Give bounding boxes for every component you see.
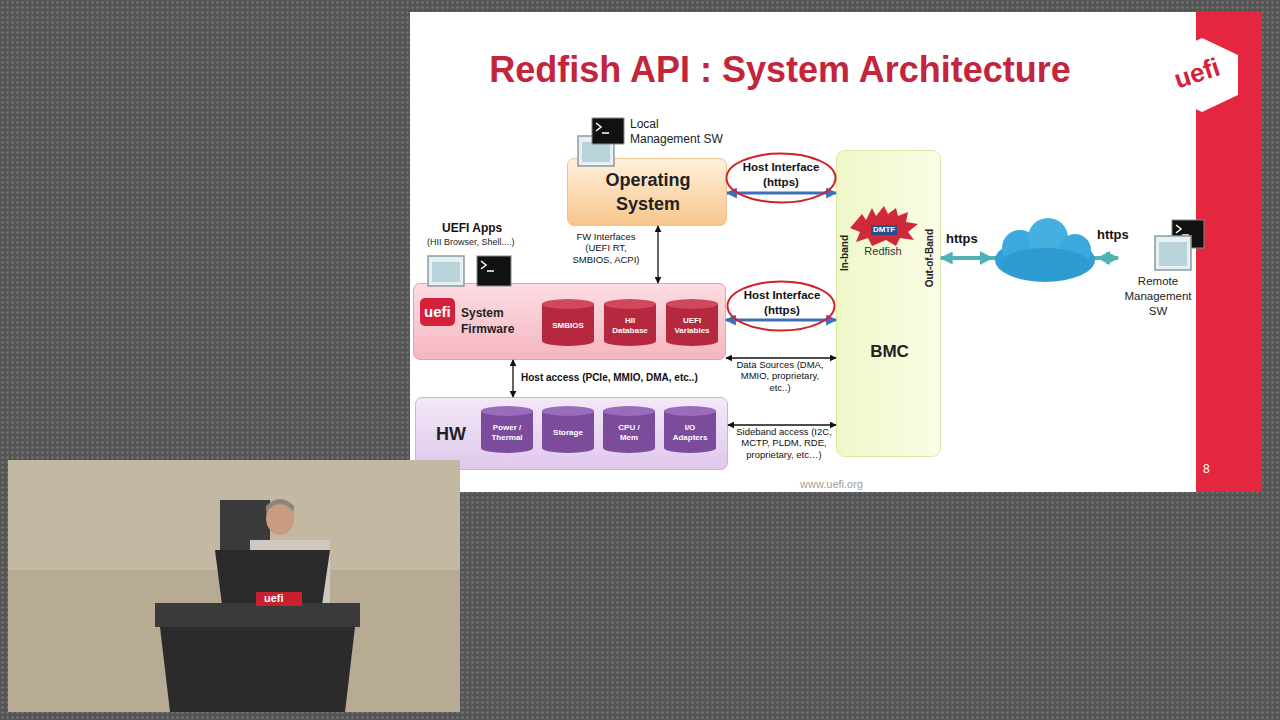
remote-window-icon [1155,236,1191,270]
link-label: https [946,231,978,247]
data-cylinder: HII Database [604,299,656,346]
cylinder-top [664,406,716,416]
cylinder-label: SMBIOS [549,308,587,344]
podium-top [155,603,360,627]
uefi-logo-hexagon [1166,38,1238,112]
logo-text: Redfish [848,245,918,258]
slide-number: 8 [1203,462,1210,476]
hardware-cylinder: CPU / Mem [603,406,655,453]
band-label: Out-of-Band [924,229,936,287]
video-wall [8,460,460,712]
logo-text: uefi [420,298,455,326]
cylinder-label: UEFI Variables [673,308,711,344]
firmware-box: uefiSystem Firmware SMBIOS HII Database UEF… [413,283,726,360]
cylinder-body [603,411,655,453]
redfish-logo [850,206,918,246]
link-label: https [1097,227,1129,243]
uefi-app-terminal-icon [477,256,511,286]
cylinder-body [604,304,656,346]
node-label: Remote Management SW [1120,274,1196,319]
host-interface-ellipse: Host Interface (https) [725,152,837,204]
slide-title: Redfish API : System Architecture [410,48,1150,91]
bmc-box: In-band DMTF Redfish Out-of-BandBMC [836,150,941,457]
data-cylinder: UEFI Variables [666,299,718,346]
cylinder-body [481,411,533,453]
local-terminal-icon [592,118,624,144]
connector-arrow [726,357,836,358]
connector-arrow [941,256,1118,260]
group-note: (HII Browser, Shell....) [427,237,515,248]
connector-arrow [512,360,513,397]
ellipse-outline [727,154,836,203]
hardware-cylinder: Storage [542,406,594,453]
cylinder-top [604,299,656,309]
cylinder-top [542,299,594,309]
dark-panel [220,500,270,560]
group-heading: UEFI Apps [442,221,502,235]
box-title: HW [436,424,466,446]
cylinder-body [542,411,594,453]
speaker-body [250,540,330,610]
arrow-head [980,251,993,265]
ellipse-outline [728,282,835,331]
connector-arrow [657,226,658,283]
cylinder-body [542,304,594,346]
video-wall-upper [8,460,460,570]
box-title: BMC [837,342,942,362]
band-label: In-band [839,235,851,271]
connector-label: Data Sources (DMA, MMIO, proprietary, et… [736,359,824,393]
arrow-head [1097,251,1110,265]
cylinder-top [666,299,718,309]
cylinder-label: Storage [549,415,587,451]
cylinder-label: I/O Adapters [671,415,709,451]
os-box: Operating System [567,158,727,226]
cylinder-label: HII Database [611,308,649,344]
laptop [215,550,330,605]
local-window-icon [578,136,614,166]
hardware-box: HW Power / Thermal Storage CPU / Mem I/O Ada… [415,397,728,470]
network-cloud [995,218,1095,282]
logo-text: DMTF [871,225,897,235]
host-interface-ellipse: Host Interface (https) [726,280,836,332]
remote-terminal-icon [1172,220,1204,248]
cylinder-label: CPU / Mem [610,415,648,451]
interface-label: Host Interface (https) [740,288,824,318]
icon-caption: Local Management SW [630,117,730,147]
cylinder-top [542,406,594,416]
logo-text: uefi [1170,52,1224,96]
connector-label: Host access (PCIe, MMIO, DMA, etc..) [521,372,741,384]
uefi-app-window-icon [428,256,464,286]
speaker-hair [266,499,294,512]
cylinder-body [664,411,716,453]
remote-software-node: Remote Management SW [1118,218,1198,320]
connector-arrow [727,192,836,195]
connector-label: Sideband access (I2C, MCTP, PLDM, RDE, p… [728,426,840,460]
connector-arrow [728,424,836,425]
cylinder-body [666,304,718,346]
podium-logo-plate [256,592,302,606]
box-title: System Firmware [461,306,523,337]
speaker-head [266,501,294,535]
podium-logo-text: uefi [264,592,284,605]
footer-url: www.uefi.org [800,478,863,491]
podium [160,627,355,712]
connector-label: FW Interfaces (UEFI RT, SMBIOS, ACPI) [566,231,646,265]
data-cylinder: SMBIOS [542,299,594,346]
hardware-cylinder: Power / Thermal [481,406,533,453]
cylinder-top [481,406,533,416]
interface-label: Host Interface (https) [739,160,823,190]
box-title: Operating System [588,168,708,217]
cylinder-label: Power / Thermal [488,415,526,451]
cylinder-top [603,406,655,416]
hardware-cylinder: I/O Adapters [664,406,716,453]
connector-arrow [726,319,836,322]
